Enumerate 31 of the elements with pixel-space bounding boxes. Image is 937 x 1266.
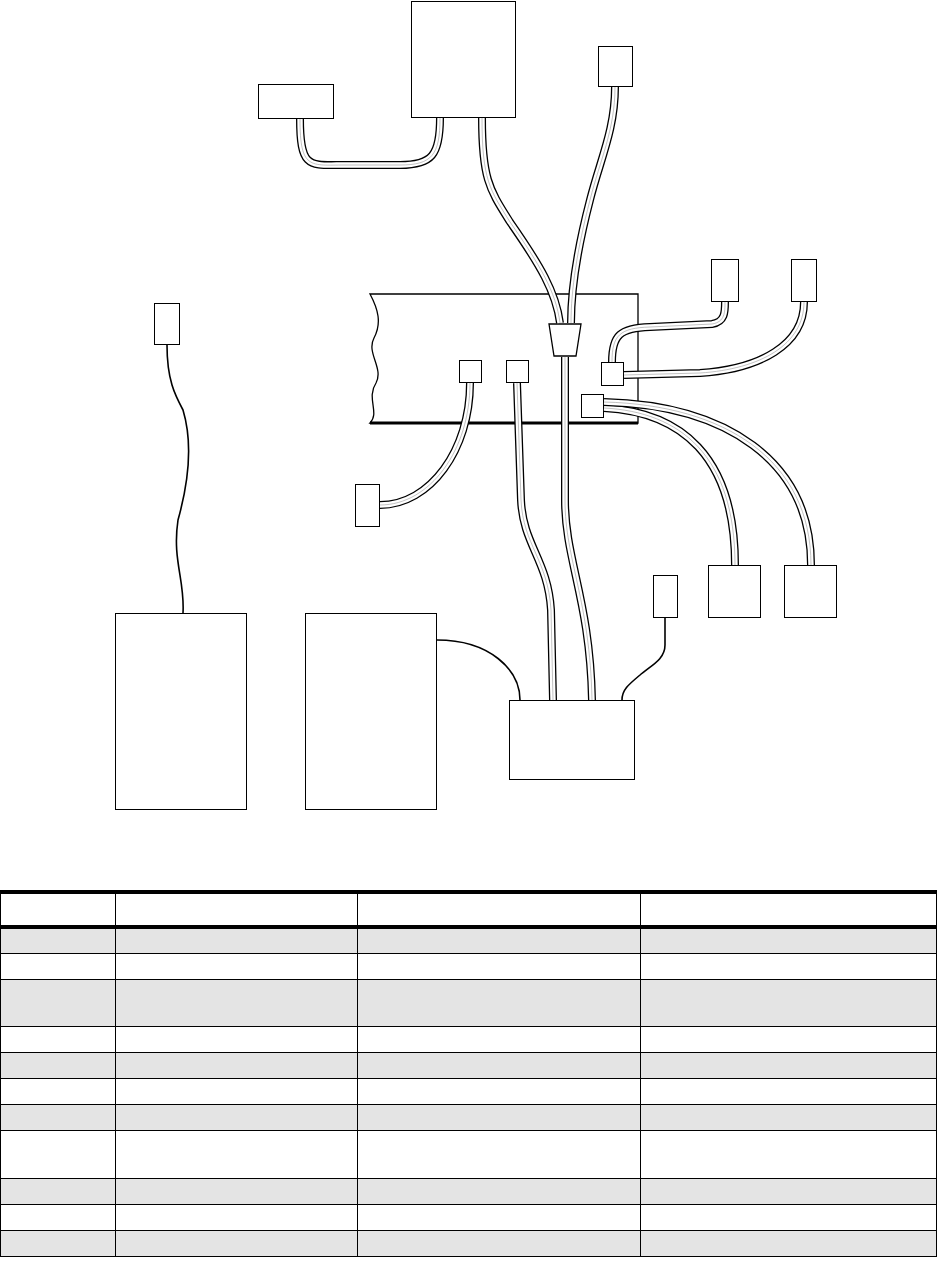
device-box — [305, 613, 437, 810]
connector-box — [708, 565, 761, 618]
connector-box — [355, 484, 380, 527]
connector-box — [581, 394, 604, 418]
cable — [478, 117, 564, 324]
chassis-panel — [366, 294, 638, 423]
connector-box — [653, 575, 678, 618]
cable — [608, 301, 729, 363]
cable — [561, 357, 596, 701]
connector-box — [258, 84, 334, 119]
cable — [296, 117, 444, 170]
connector-box — [598, 46, 633, 87]
connector-box — [711, 259, 739, 302]
wire — [621, 617, 666, 701]
cable — [567, 86, 619, 324]
connector-box — [154, 303, 180, 345]
cable — [379, 382, 474, 509]
device-box — [509, 700, 635, 780]
cable — [513, 382, 557, 701]
wire — [436, 639, 521, 701]
cable — [603, 398, 815, 566]
connector-box — [459, 360, 482, 383]
cable — [623, 301, 808, 379]
connector-box — [506, 360, 529, 383]
connector-box — [791, 259, 817, 302]
device-box — [115, 613, 247, 810]
device-box — [411, 1, 516, 118]
connector-box — [601, 362, 624, 386]
cable — [603, 404, 739, 566]
connector-box — [784, 565, 837, 618]
wire — [166, 344, 190, 614]
